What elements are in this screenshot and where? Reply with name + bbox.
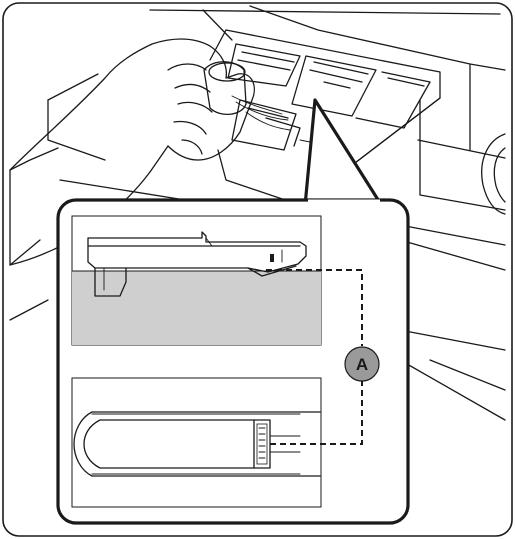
liquid-level-fill	[72, 271, 321, 345]
svg-text:A: A	[356, 355, 368, 374]
max-fill-line-marker	[257, 424, 267, 464]
top-view-panel	[72, 378, 321, 507]
callout-label-a: A	[345, 347, 379, 381]
side-view-panel	[72, 216, 321, 345]
